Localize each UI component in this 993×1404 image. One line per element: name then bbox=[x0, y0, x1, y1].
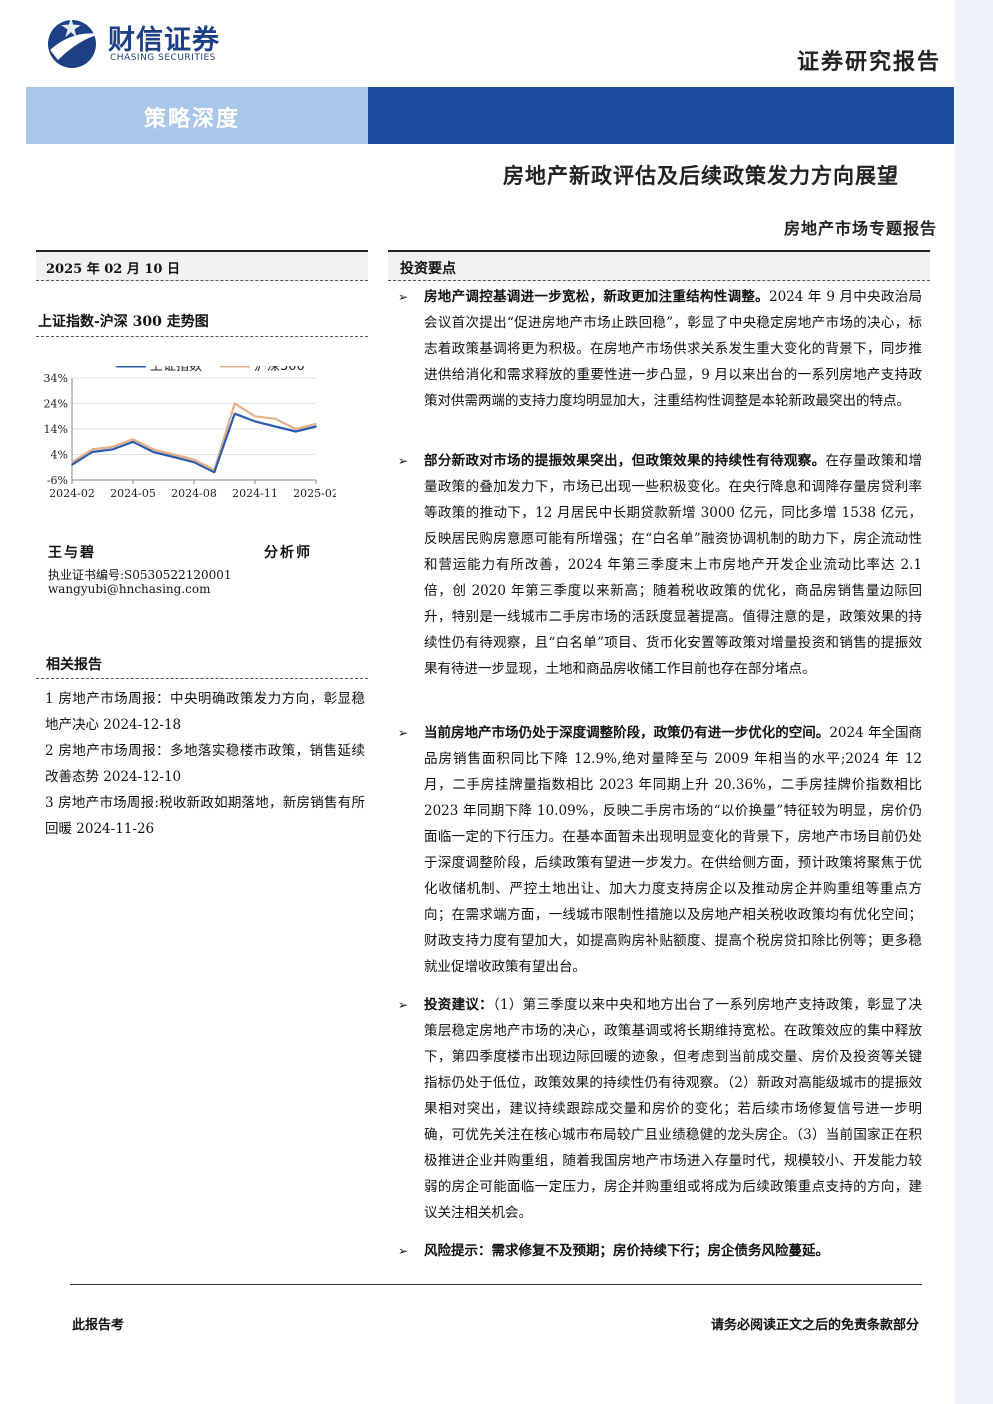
data-point bbox=[294, 430, 297, 433]
invest-bullet-2: ➢ 部分新政对市场的提振效果突出，但政策效果的持续性有待观察。在存量政策和增量政… bbox=[398, 448, 922, 682]
logo-name-cn: 财信证券 bbox=[108, 25, 220, 56]
data-point bbox=[132, 440, 134, 443]
trend-chart: 上证指数 沪深300 34% 24% 14% 4% -6%2024-02 2024-05 202… bbox=[44, 366, 336, 500]
data-point bbox=[274, 425, 277, 428]
analyst-email[interactable]: wangyubi@hnchasing.com bbox=[48, 582, 211, 596]
analyst-name: 王与碧 bbox=[48, 545, 96, 561]
y-tick-label: -6% bbox=[47, 474, 68, 487]
related-report-item[interactable]: 1 房地产市场周报：中央明确政策发力方向，彰显稳地产决心 2024-12-18 bbox=[45, 691, 365, 733]
footer-divider bbox=[70, 1284, 922, 1285]
invest-heading: 投资要点 bbox=[400, 261, 456, 277]
page-title: 房地产新政评估及后续政策发力方向展望 bbox=[503, 163, 899, 188]
data-point bbox=[233, 412, 236, 415]
data-point bbox=[111, 448, 114, 451]
banner-left bbox=[26, 87, 368, 144]
company-logo: 财信证券 CHASING SECURITIES bbox=[44, 16, 244, 68]
bullet-text: 2024 年全国商品房销售面积同比下降 12.9%,绝对量降至与 2009 年相… bbox=[424, 725, 923, 975]
data-point bbox=[91, 451, 94, 453]
data-point bbox=[213, 471, 216, 474]
related-heading: 相关报告 bbox=[46, 657, 102, 673]
data-point bbox=[294, 428, 297, 430]
report-type: 证券研究报告 bbox=[796, 49, 941, 75]
invest-heading-box: 投资要点 bbox=[388, 250, 930, 281]
data-point bbox=[132, 438, 134, 440]
arrow-bullet-icon: ➢ bbox=[398, 998, 409, 1012]
invest-bullet-1: ➢ 房地产调控基调进一步宽松，新政更加注重结构性调整。2024 年 9 月中央政… bbox=[398, 284, 922, 414]
data-point bbox=[71, 463, 73, 466]
analyst-license: 执业证书编号:S0530522120001 bbox=[48, 568, 232, 582]
arrow-bullet-icon: ➢ bbox=[398, 1244, 409, 1258]
data-point bbox=[152, 448, 155, 451]
data-point bbox=[274, 418, 277, 420]
x-tick-label: 2024-08 bbox=[171, 487, 217, 500]
invest-bullet-4: ➢ 投资建议：（1）第三季度以来中央和地方出台了一系列房地产支持政策，彰显了决策… bbox=[398, 992, 922, 1226]
arrow-bullet-icon: ➢ bbox=[398, 290, 409, 304]
series-line bbox=[71, 412, 317, 474]
data-point bbox=[233, 402, 236, 405]
data-point bbox=[315, 425, 317, 428]
bullet-lead: 投资建议： bbox=[424, 997, 493, 1013]
banner-category: 策略深度 bbox=[144, 106, 241, 132]
date-box: 2025 年 02 月 10 日 bbox=[36, 250, 368, 281]
logo-name-en: CHASING SECURITIES bbox=[110, 53, 216, 63]
data-point bbox=[315, 423, 317, 425]
bullet-lead: 风险提示：需求修复不及预期；房价持续下行；房企债务风险蔓延。 bbox=[424, 1243, 829, 1259]
data-point bbox=[91, 448, 94, 451]
footer-left: 此报告考 bbox=[72, 1318, 125, 1333]
data-point bbox=[152, 451, 155, 453]
y-tick-label: 14% bbox=[44, 423, 68, 436]
arrow-bullet-icon: ➢ bbox=[398, 454, 409, 468]
data-point bbox=[172, 453, 175, 456]
x-tick-label: 2024-02 bbox=[49, 487, 95, 500]
footer-disclaimer-note: 请务必阅读正文之后的免责条款部分 bbox=[710, 1318, 919, 1333]
related-heading-divider bbox=[36, 678, 368, 679]
side-strip bbox=[955, 0, 993, 1404]
y-tick-label: 24% bbox=[44, 398, 68, 411]
related-report-item[interactable]: 3 房地产市场周报:税收新政如期落地，新房销售有所回暖 2024-11-26 bbox=[45, 795, 365, 837]
x-tick-label: 2024-11 bbox=[232, 487, 278, 500]
page-subtitle: 房地产市场专题报告 bbox=[783, 219, 937, 238]
bullet-lead: 当前房地产市场仍处于深度调整阶段，政策仍有进一步优化的空间。 bbox=[424, 725, 830, 741]
category-banner: 策略深度 bbox=[26, 87, 954, 144]
legend-label: 上证指数 bbox=[150, 366, 202, 374]
related-reports-list: 1 房地产市场周报：中央明确政策发力方向，彰显稳地产决心 2024-12-18 … bbox=[45, 686, 365, 842]
x-tick-label: 2024-05 bbox=[110, 487, 156, 500]
y-tick-label: 4% bbox=[51, 449, 68, 462]
banner-right bbox=[368, 87, 954, 144]
data-point bbox=[254, 420, 256, 423]
data-point bbox=[193, 458, 195, 461]
data-point bbox=[172, 456, 175, 458]
bullet-lead: 部分新政对市场的提振效果突出，但政策效果的持续性有待观察。 bbox=[424, 453, 826, 469]
x-tick-label: 2025-02 bbox=[293, 487, 336, 500]
bullet-lead: 房地产调控基调进一步宽松，新政更加注重结构性调整。 bbox=[424, 289, 769, 305]
legend-label: 沪深300 bbox=[254, 366, 305, 374]
invest-bullet-3: ➢ 当前房地产市场仍处于深度调整阶段，政策仍有进一步优化的空间。2024 年全国… bbox=[398, 720, 922, 980]
arrow-bullet-icon: ➢ bbox=[398, 726, 409, 740]
chasing-logo-icon bbox=[48, 16, 100, 68]
related-report-item[interactable]: 2 房地产市场周报：多地落实稳楼市政策，销售延续改善态势 2024-12-10 bbox=[45, 743, 365, 785]
bullet-text: （1）第三季度以来中央和地方出台了一系列房地产支持政策，彰显了决策层稳定房地产市… bbox=[424, 997, 923, 1221]
data-point bbox=[254, 415, 256, 418]
y-tick-label: 34% bbox=[44, 372, 68, 385]
data-point bbox=[111, 446, 114, 448]
invest-bullet-5: ➢ 风险提示：需求修复不及预期；房价持续下行；房企债务风险蔓延。 bbox=[398, 1238, 922, 1264]
bullet-text: 在存量政策和增量政策的叠加发力下，市场已出现一些积极变化。在央行降息和调降存量房… bbox=[424, 453, 923, 677]
analyst-role: 分析师 bbox=[264, 545, 312, 561]
chart-heading: 上证指数-沪深 300 走势图 bbox=[38, 314, 209, 330]
report-date: 2025 年 02 月 10 日 bbox=[46, 262, 180, 277]
data-point bbox=[71, 461, 73, 463]
chart-heading-divider bbox=[36, 336, 368, 337]
bullet-text: 2024 年 9 月中央政治局会议首次提出“促进房地产市场止跌回稳”，彰显了中央… bbox=[424, 289, 922, 409]
data-point bbox=[193, 461, 195, 463]
